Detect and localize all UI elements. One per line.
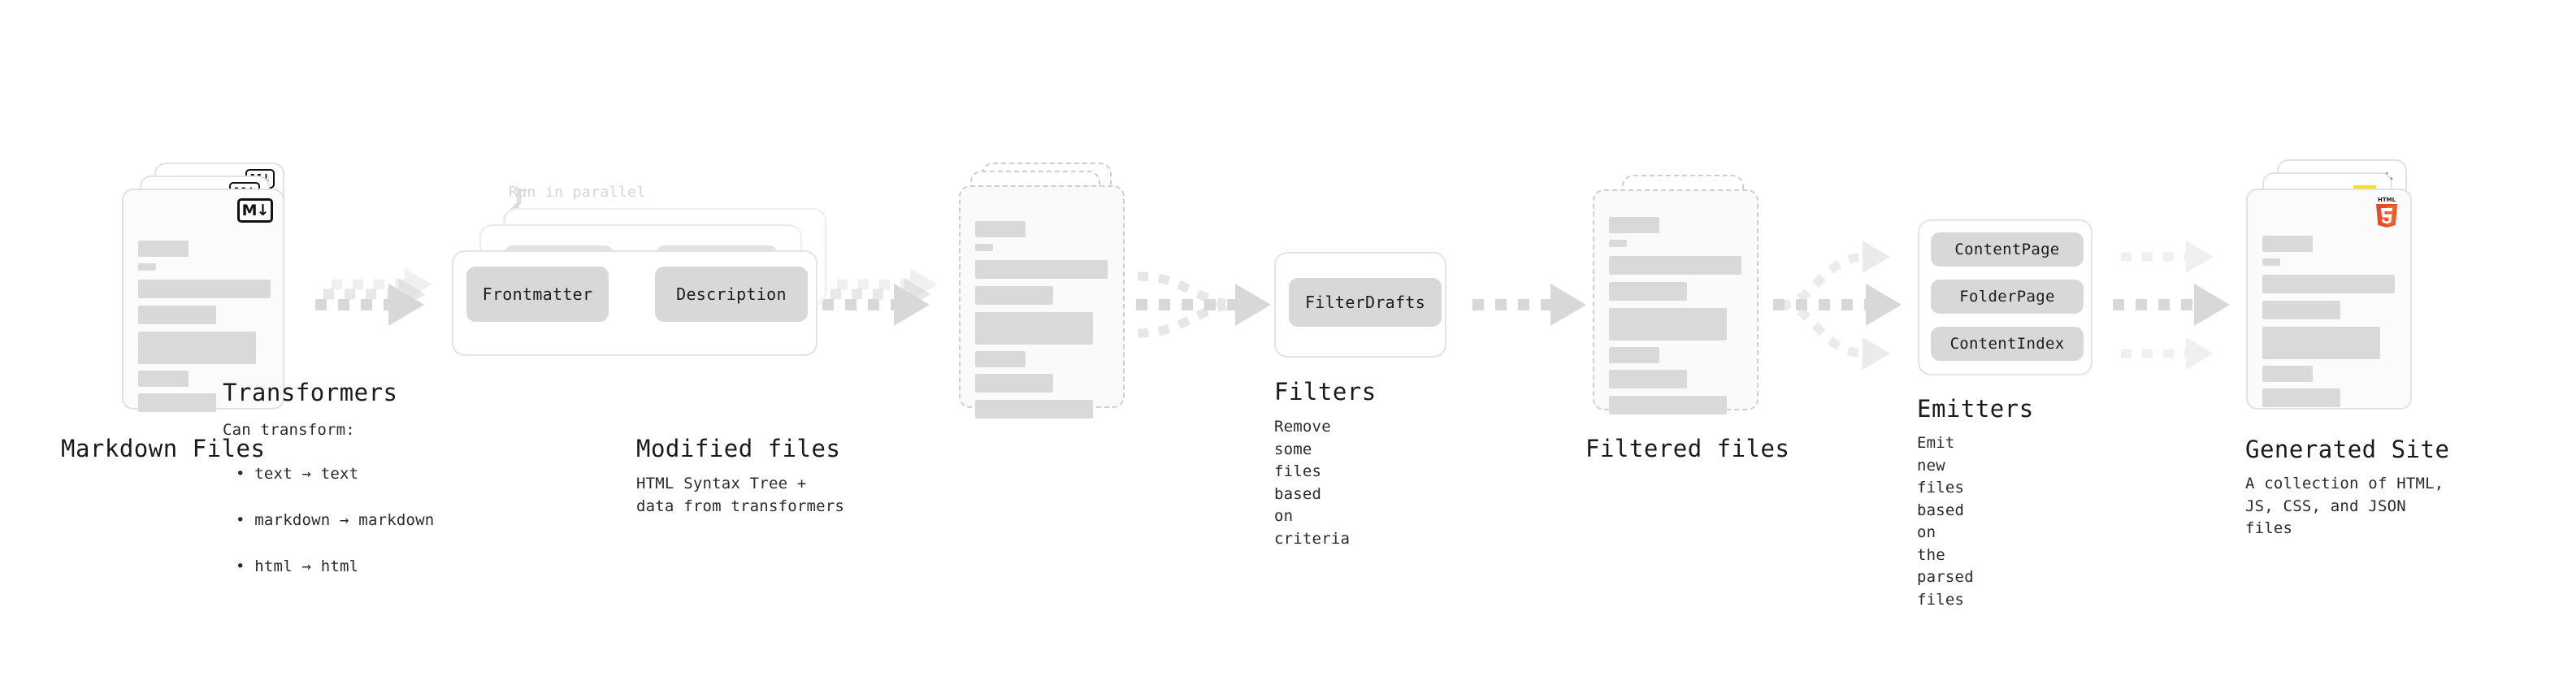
- emitter-node-folderpage[interactable]: FolderPage: [1931, 280, 2084, 314]
- stage-title-modified-files: Modified files: [636, 435, 841, 462]
- skeleton-line: [975, 286, 1053, 305]
- bullet-text: markdown → markdown: [254, 510, 435, 529]
- skeleton-line: [2262, 388, 2340, 407]
- transformer-node-description[interactable]: Description: [655, 267, 808, 322]
- skeleton-line: [138, 280, 271, 298]
- stage-title-generated-site: Generated Site: [2245, 436, 2450, 463]
- skeleton-line: [138, 241, 189, 257]
- stage-filtered-files: Filtered files: [1585, 175, 1789, 462]
- generated-card-front: HTML: [2246, 189, 2412, 410]
- emitters-subtitle: Emit new files based on the parsed files: [1917, 434, 1974, 609]
- filters-subtitle: Remove some files based on criteria: [1274, 418, 1351, 548]
- bullet-text: text → text: [254, 464, 359, 483]
- bullet-item: • html → html: [236, 533, 434, 578]
- emitter-node-contentpage[interactable]: ContentPage: [1931, 232, 2084, 267]
- markdown-card-front: M↓: [122, 189, 284, 412]
- skeleton-line: [2262, 258, 2280, 266]
- skeleton-line: [975, 312, 1093, 345]
- skeleton-line: [138, 371, 189, 387]
- filter-node-filterdrafts[interactable]: FilterDrafts: [1289, 278, 1442, 327]
- modified-card-front: [959, 185, 1125, 419]
- transformer-node-frontmatter[interactable]: Frontmatter: [466, 267, 609, 322]
- skeleton-line: [2262, 301, 2340, 319]
- generated-site-stack: CSS HTML: [2246, 159, 2457, 427]
- skeleton-line: [1609, 217, 1659, 233]
- arrow-filtered-to-emitters: [1773, 241, 1902, 370]
- run-in-parallel-label: Run in parallel: [509, 184, 646, 201]
- svg-text:HTML: HTML: [2378, 197, 2396, 203]
- stage-generated-site: CSS HTML: [2245, 159, 2457, 537]
- skeleton-line: [2262, 275, 2395, 293]
- bullet-text: html → html: [254, 557, 359, 575]
- html5-icon: HTML: [2373, 195, 2400, 229]
- skeleton-line: [1609, 308, 1727, 340]
- bullet-dot: •: [236, 510, 255, 529]
- filters-box: FilterDrafts: [1274, 252, 1446, 358]
- stage-title-emitters: Emitters: [1917, 395, 2034, 423]
- markdown-file-stack: M↓ M↓ M↓: [122, 163, 333, 423]
- arrow-transformers-to-modified: [822, 268, 938, 326]
- emitter-node-contentindex[interactable]: ContentIndex: [1931, 327, 2084, 361]
- skeleton-line: [975, 244, 993, 251]
- stage-modified-files: Modified files HTML Syntax Tree + data f…: [636, 163, 1154, 515]
- arrow-filters-to-filtered: [1472, 284, 1586, 326]
- skeleton-line: [1609, 240, 1627, 247]
- stage-title-filtered-files: Filtered files: [1585, 435, 1790, 462]
- stage-title-markdown-files: Markdown Files: [61, 435, 266, 462]
- arrow-emitters-to-site: [2113, 241, 2230, 370]
- bullet-item: • text → text: [236, 440, 434, 485]
- stage-title-filters: Filters: [1274, 378, 1377, 406]
- skeleton-line: [138, 332, 256, 364]
- skeleton-line: [1609, 282, 1687, 301]
- skeleton-line: [138, 263, 156, 271]
- skeleton-line: [1609, 370, 1687, 388]
- skeleton-line: [975, 400, 1093, 419]
- bullet-dot: •: [236, 464, 255, 483]
- skeleton-line: [138, 393, 216, 412]
- emitters-box: ContentPage FolderPage ContentIndex: [1918, 219, 2092, 375]
- modified-files-subtitle: HTML Syntax Tree + data from transformer…: [636, 475, 845, 515]
- stage-markdown-files: M↓ M↓ M↓ Markdown Files: [61, 163, 333, 462]
- transformers-subtitle: Can transform:: [223, 421, 355, 439]
- bullet-dot: •: [236, 557, 255, 575]
- stage-title-transformers: Transformers: [223, 379, 398, 406]
- skeleton-line: [2262, 327, 2380, 359]
- skeleton-line: [138, 306, 216, 324]
- generated-site-subtitle: A collection of HTML, JS, CSS, and JSON …: [2245, 475, 2444, 538]
- markdown-icon: M↓: [237, 198, 273, 223]
- modified-file-stack: [959, 163, 1154, 431]
- arrow-modified-to-filters: [1136, 271, 1271, 338]
- skeleton-line: [2262, 236, 2313, 252]
- skeleton-line: [975, 260, 1108, 279]
- skeleton-line: [1609, 256, 1741, 275]
- filtered-card-front: [1593, 189, 1759, 414]
- transformers-bullet-list: • text → text • markdown → markdown • ht…: [236, 440, 434, 578]
- skeleton-line: [975, 374, 1053, 393]
- skeleton-line: [2262, 366, 2313, 382]
- skeleton-line: [975, 351, 1026, 367]
- skeleton-line: [1609, 347, 1659, 363]
- filtered-file-stack: [1593, 175, 1788, 435]
- skeleton-line: [1609, 396, 1727, 414]
- bullet-item: • markdown → markdown: [236, 487, 434, 531]
- transformer-box-front: Frontmatter Description: [452, 250, 817, 356]
- skeleton-line: [975, 221, 1026, 237]
